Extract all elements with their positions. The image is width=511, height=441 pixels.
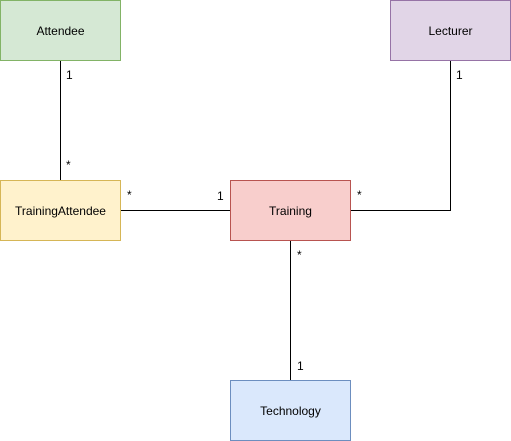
entity-trainingattendee-label: TrainingAttendee [15, 204, 106, 218]
entity-training-border [230, 180, 351, 241]
entity-technology-label: Technology [260, 404, 321, 418]
mult-training-right-side: * [357, 188, 362, 202]
mult-training-left-side: 1 [217, 189, 224, 203]
entity-technology[interactable]: Technology [230, 380, 351, 441]
entity-technology-box [230, 380, 351, 441]
entity-trainingattendee[interactable]: TrainingAttendee [0, 180, 121, 241]
mult-lecturer-side: 1 [456, 68, 463, 82]
mult-trainingattendee-right-side: * [127, 188, 132, 202]
entity-training-box [230, 180, 351, 241]
entity-attendee-box [0, 0, 121, 61]
entity-trainingattendee-box [0, 180, 121, 241]
entity-training-label: Training [269, 204, 312, 218]
entity-lecturer-box [390, 0, 511, 61]
entity-training[interactable]: Training [230, 180, 351, 241]
entity-attendee-border [0, 0, 121, 61]
entity-lecturer-label: Lecturer [428, 24, 472, 38]
entity-lecturer[interactable]: Lecturer [390, 0, 511, 61]
connector-training-lecturer [350, 60, 451, 211]
entity-attendee-label: Attendee [36, 24, 84, 38]
mult-technology-side: 1 [297, 359, 304, 373]
mult-trainingattendee-top-side: * [66, 158, 71, 172]
mult-attendee-side: 1 [66, 68, 73, 82]
mult-training-bottom-side: * [297, 248, 302, 262]
entity-attendee[interactable]: Attendee [0, 0, 121, 61]
entity-trainingattendee-border [0, 180, 121, 241]
